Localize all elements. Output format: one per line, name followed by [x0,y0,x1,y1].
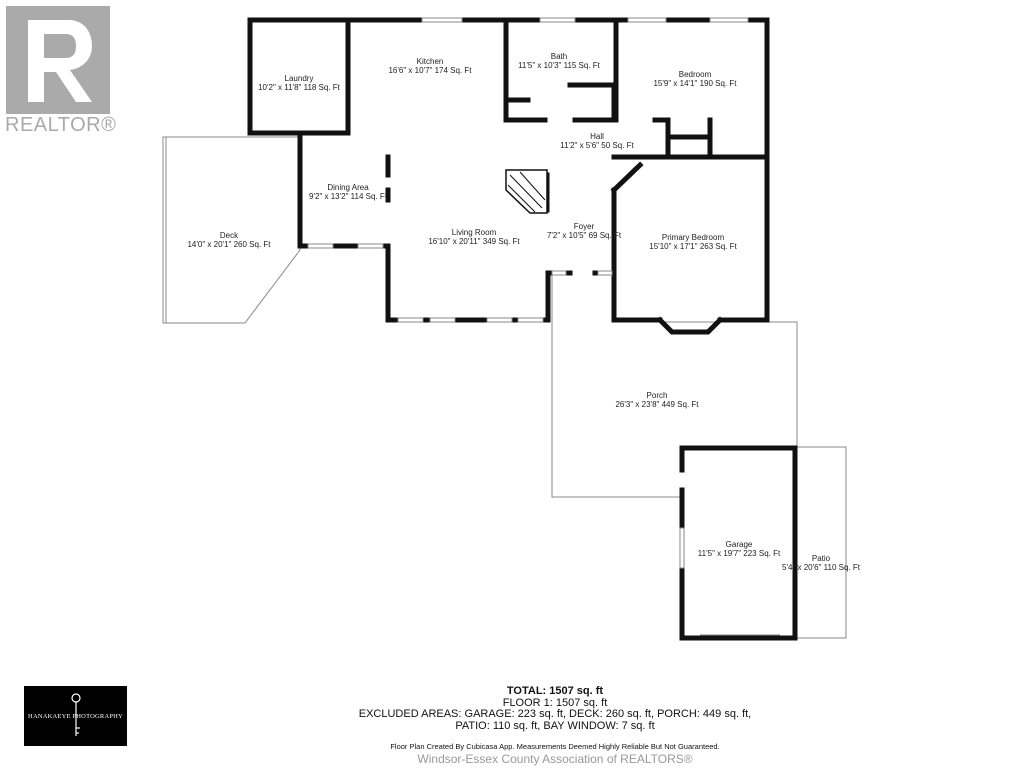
deck-outline [162,136,301,324]
patio-dims: 5'4" x 20'6" 110 Sq. Ft [782,563,861,572]
kitchen-name: Kitchen [417,57,444,66]
laundry-name: Laundry [285,74,314,83]
living-dims: 16'10" x 20'11" 349 Sq. Ft [428,237,520,246]
bedroom-dims: 15'9" x 14'1" 190 Sq. Ft [653,79,737,88]
key-icon [71,693,81,736]
laundry-dims: 10'2" x 11'8" 118 Sq. Ft [258,83,341,92]
disclaimer: Floor Plan Created By Cubicasa App. Meas… [390,742,720,751]
deck-name: Deck [220,231,239,240]
hall-dims: 11'2" x 5'6" 50 Sq. Ft [560,141,634,150]
area-summary: TOTAL: 1507 sq. ft FLOOR 1: 1507 sq. ft … [250,685,860,732]
bath-dims: 11'5" x 10'3" 115 Sq. Ft [518,61,601,70]
photographer-name: HANAKAEYE PHOTOGRAPHY [28,713,123,720]
bay-window [656,316,724,335]
foyer-dims: 7'2" x 10'5" 69 Sq. Ft [547,231,622,240]
garage-walls [679,445,798,641]
garage-dims: 11'5" x 19'7" 223 Sq. Ft [698,549,781,558]
dining-dims: 9'2" x 13'2" 114 Sq. Ft [309,192,388,201]
primary-bedroom-name: Primary Bedroom [662,233,725,242]
foyer-name: Foyer [574,222,595,231]
bath-name: Bath [551,52,567,61]
dining-name: Dining Area [327,183,369,192]
total-area: TOTAL: 1507 sq. ft [506,685,604,697]
porch-outline [551,273,682,498]
primary-bedroom-dims: 15'10" x 17'1" 263 Sq. Ft [649,242,737,251]
footer-credit: Windsor-Essex County Association of REAL… [417,752,693,766]
photographer-logo: HANAKAEYE PHOTOGRAPHY [24,686,127,746]
floor1-area: FLOOR 1: 1507 sq. ft [502,696,608,709]
living-name: Living Room [452,228,497,237]
patio-name: Patio [812,554,831,563]
kitchen-dims: 16'6" x 10'7" 174 Sq. Ft [388,66,472,75]
hall-name: Hall [590,132,604,141]
patio-outline [794,446,847,639]
bedroom-name: Bedroom [679,70,712,79]
realtor-logo-icon [6,6,110,114]
fireplace-icon [505,169,548,214]
excluded-areas-line2: PATIO: 110 sq. ft, BAY WINDOW: 7 sq. ft [455,719,655,732]
deck-dims: 14'0" x 20'1" 260 Sq. Ft [187,240,271,249]
porch-dims: 26'3" x 23'8" 449 Sq. Ft [615,400,699,409]
garage-name: Garage [726,540,753,549]
porch-name: Porch [647,391,668,400]
excluded-areas-line1: EXCLUDED AREAS: GARAGE: 223 sq. ft, DECK… [358,708,752,720]
realtor-wordmark: REALTOR® [5,114,117,136]
